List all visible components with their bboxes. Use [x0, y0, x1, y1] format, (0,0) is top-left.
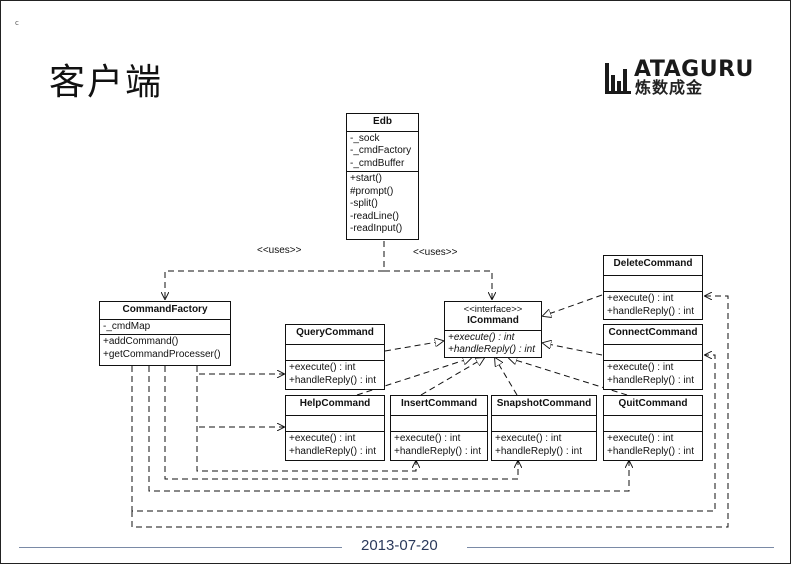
operations-section: +execute() : int +handleReply() : int: [286, 432, 384, 459]
logo-bars-icon: [605, 63, 631, 94]
operations-section: +execute() : int +handleReply() : int: [391, 432, 487, 459]
connectcommand-realizes-icommand: [543, 343, 603, 356]
operation: +handleReply() : int: [495, 445, 582, 457]
operation: +start(): [350, 173, 382, 184]
class-name: QuitCommand: [604, 396, 702, 416]
deletecommand-realizes-icommand: [543, 294, 603, 316]
operations-section: +addCommand() +getCommandProcesser(): [100, 335, 230, 362]
operations-section: +execute() : int +handleReply() : int: [604, 292, 702, 319]
class-connectcommand: ConnectCommand +execute() : int +handleR…: [603, 324, 703, 390]
attributes-section: [604, 416, 702, 432]
attributes-section: [286, 416, 384, 432]
operation: +handleReply() : int: [607, 445, 694, 457]
edb-uses-icommand: [384, 270, 492, 299]
class-snapshotcommand: SnapshotCommand +execute() : int +handle…: [491, 395, 597, 461]
operation: +handleReply() : int: [607, 305, 694, 317]
class-name: SnapshotCommand: [492, 396, 596, 416]
slide-title: 客户端: [49, 62, 164, 103]
stereotype: <<interface>>: [463, 304, 523, 315]
factory-creates-quitcommand: [148, 366, 629, 492]
uses-label-right: <<uses>>: [413, 247, 458, 258]
operations-section: +start() #prompt() -split() -readLine() …: [347, 172, 418, 237]
operation: +execute() : int: [607, 293, 674, 304]
operation: +addCommand(): [103, 336, 179, 347]
snapshotcommand-realizes-icommand: [495, 358, 518, 396]
footer-rule-right: [467, 547, 774, 548]
edb-uses-commandfactory: [165, 270, 384, 299]
class-commandfactory: CommandFactory -_cmdMap +addCommand() +g…: [99, 301, 231, 366]
logo-top-text: ATAGURU: [634, 57, 754, 82]
class-name: ConnectCommand: [604, 325, 702, 345]
operation: #prompt(): [350, 185, 394, 197]
operation: +handleReply() : int: [448, 344, 535, 355]
operation: +getCommandProcesser(): [103, 348, 221, 360]
operation: +execute() : int: [495, 433, 562, 444]
operation: +execute() : int: [607, 433, 674, 444]
class-name: CommandFactory: [100, 302, 230, 320]
factory-creates-snapshotcommand: [164, 366, 518, 480]
operation: +execute() : int: [289, 362, 356, 373]
class-insertcommand: InsertCommand +execute() : int +handleRe…: [390, 395, 488, 461]
uses-label-left: <<uses>>: [257, 245, 302, 256]
operations-section: +execute() : int +handleReply() : int: [604, 432, 702, 459]
class-name: ICommand: [467, 315, 519, 326]
attributes-section: [604, 276, 702, 292]
operation: +execute() : int: [448, 331, 515, 343]
attribute: -_cmdBuffer: [350, 157, 405, 169]
class-name: HelpCommand: [286, 396, 384, 416]
class-name: Edb: [347, 114, 418, 132]
attributes-section: -_cmdMap: [100, 320, 230, 335]
operations-section: +execute() : int +handleReply() : int: [492, 432, 596, 459]
class-name: QueryCommand: [286, 325, 384, 345]
operation: -readInput(): [350, 223, 403, 234]
operation: +execute() : int: [289, 433, 356, 444]
attributes-section: -_sock -_cmdFactory -_cmdBuffer: [347, 132, 418, 172]
operation: -readLine(): [350, 210, 399, 222]
operation: +execute() : int: [607, 362, 674, 373]
footer-rule-left: [19, 547, 342, 548]
operation: +handleReply() : int: [394, 445, 481, 457]
class-deletecommand: DeleteCommand +execute() : int +handleRe…: [603, 255, 703, 320]
attribute: -_cmdMap: [103, 320, 151, 332]
insertcommand-realizes-icommand: [420, 358, 484, 396]
operation: +handleReply() : int: [289, 445, 376, 457]
class-name: InsertCommand: [391, 396, 487, 416]
attribute: -_sock: [350, 132, 380, 144]
attribute: -_cmdFactory: [350, 145, 412, 156]
class-querycommand: QueryCommand +execute() : int +handleRep…: [285, 324, 385, 390]
logo-bottom-text: 炼数成金: [635, 78, 704, 97]
class-header: <<interface>> ICommand: [445, 302, 541, 331]
class-icommand: <<interface>> ICommand +execute() : int …: [444, 301, 542, 358]
operations-section: +execute() : int +handleReply() : int: [604, 361, 702, 388]
operations-section: +execute() : int +handleReply() : int: [445, 331, 541, 358]
operation: +handleReply() : int: [289, 374, 376, 386]
attributes-section: [391, 416, 487, 432]
operation: -split(): [350, 198, 378, 209]
factory-creates-insertcommand: [196, 366, 416, 472]
corner-mark: c: [15, 19, 19, 27]
attributes-section: [286, 345, 384, 361]
class-helpcommand: HelpCommand +execute() : int +handleRepl…: [285, 395, 385, 461]
operation: +handleReply() : int: [607, 374, 694, 386]
attributes-section: [604, 345, 702, 361]
class-name: DeleteCommand: [604, 256, 702, 276]
factory-creates-deletecommand: [131, 296, 729, 528]
class-quitcommand: QuitCommand +execute() : int +handleRepl…: [603, 395, 703, 461]
slide-date: 2013-07-20: [361, 537, 438, 554]
operations-section: +execute() : int +handleReply() : int: [286, 361, 384, 388]
class-edb: Edb -_sock -_cmdFactory -_cmdBuffer +sta…: [346, 113, 419, 240]
attributes-section: [492, 416, 596, 432]
ataguru-logo: ATAGURU 炼数成金: [604, 59, 753, 97]
operation: +execute() : int: [394, 433, 461, 444]
querycommand-realizes-icommand: [384, 341, 443, 352]
